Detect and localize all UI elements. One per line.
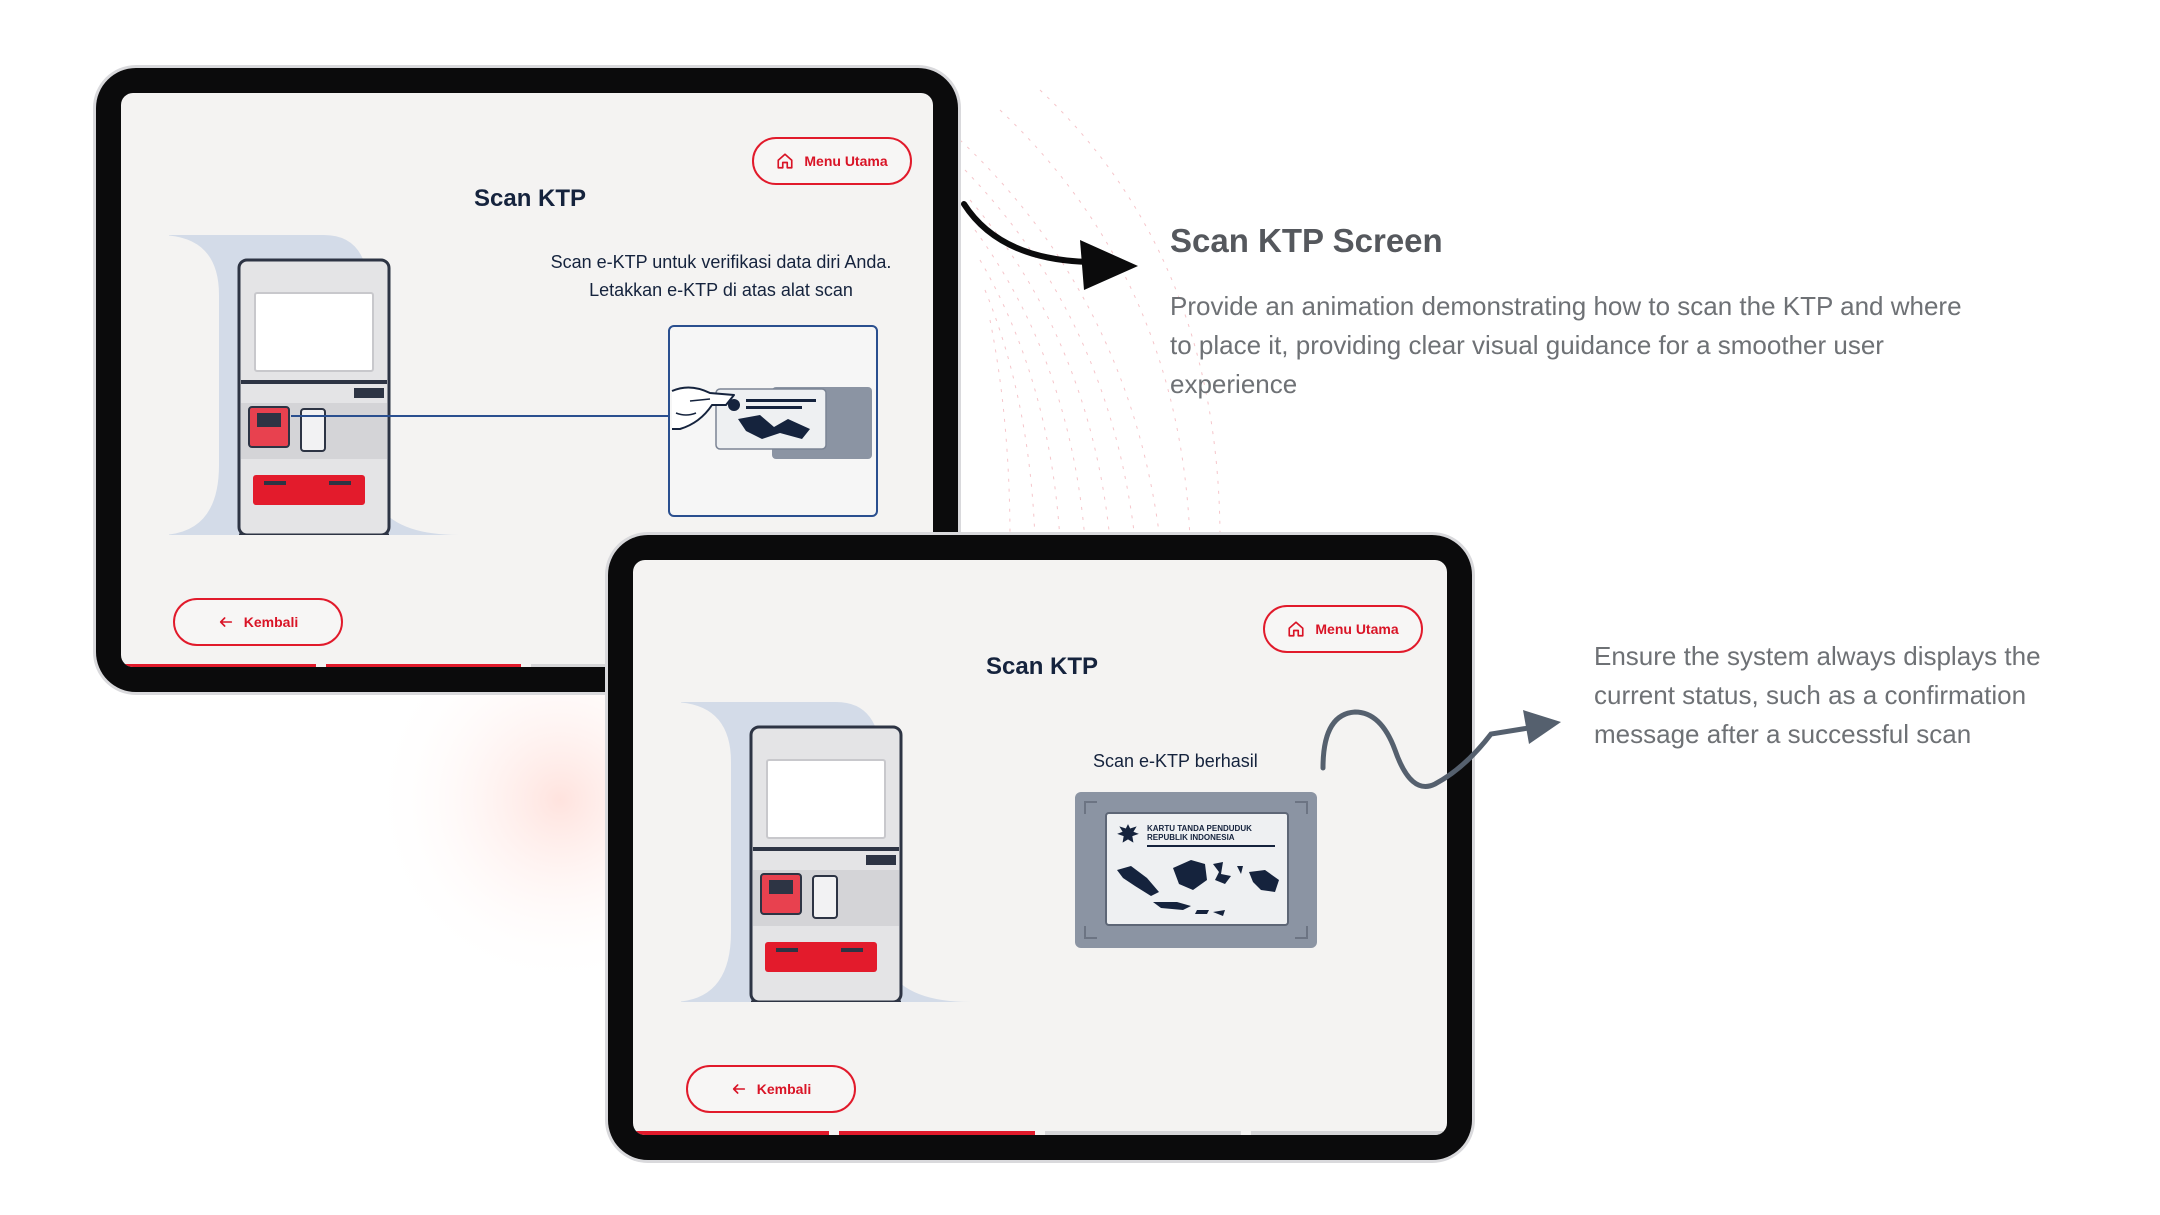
menu-utama-button[interactable]: Menu Utama <box>1263 605 1423 653</box>
card-header-line-1: KARTU TANDA PENDUDUK <box>1147 824 1252 833</box>
tablet-screen: Menu Utama Scan KTP Scan e-KTP berhasil <box>633 560 1447 1135</box>
page-title: Scan KTP <box>986 653 1099 680</box>
scan-status-message: Scan e-KTP berhasil <box>1093 751 1258 771</box>
home-icon <box>1287 620 1305 638</box>
guide-line <box>291 415 711 417</box>
garuda-emblem-icon <box>1115 822 1141 853</box>
kiosk-illustration <box>681 702 971 1002</box>
progress-step-2 <box>326 664 521 667</box>
kiosk-illustration <box>169 235 459 535</box>
scan-guide-frame <box>668 325 878 517</box>
card-divider <box>1147 845 1275 847</box>
kembali-label: Kembali <box>243 614 299 630</box>
scan-instruction: Scan e-KTP untuk verifikasi data diri An… <box>486 248 933 304</box>
progress-step-3 <box>1045 1131 1241 1135</box>
card-header-line-2: REPUBLIK INDONESIA <box>1147 833 1235 842</box>
menu-utama-label: Menu Utama <box>804 153 888 169</box>
tablet-scan-success: Menu Utama Scan KTP Scan e-KTP berhasil <box>608 535 1472 1160</box>
arrow-left-icon <box>218 614 234 630</box>
kembali-label: Kembali <box>756 1081 812 1097</box>
progress-step-1 <box>121 664 316 667</box>
instruction-line-2: Letakkan e-KTP di atas alat scan <box>589 280 853 300</box>
instruction-line-1: Scan e-KTP untuk verifikasi data diri An… <box>550 252 892 272</box>
annotation-status-description: Ensure the system always displays the cu… <box>1594 641 2041 749</box>
progress-bar <box>633 1131 1447 1135</box>
page-title: Scan KTP <box>474 185 587 212</box>
card-frame-corners <box>1084 801 1308 939</box>
home-icon <box>776 152 794 170</box>
ktp-card-face: KARTU TANDA PENDUDUK REPUBLIK INDONESIA <box>1105 812 1289 926</box>
curly-arrow-icon <box>1320 709 1561 789</box>
kembali-button[interactable]: Kembali <box>686 1065 856 1113</box>
arrow-left-icon <box>731 1081 747 1097</box>
progress-step-4 <box>1251 1131 1447 1135</box>
progress-step-2 <box>839 1131 1035 1135</box>
scanned-ktp-card: KARTU TANDA PENDUDUK REPUBLIK INDONESIA <box>1075 792 1317 948</box>
indonesia-map <box>1117 860 1279 916</box>
menu-utama-button[interactable]: Menu Utama <box>752 137 912 185</box>
annotation-description: Provide an animation demonstrating how t… <box>1170 291 1962 399</box>
progress-step-1 <box>633 1131 829 1135</box>
kembali-button[interactable]: Kembali <box>173 598 343 646</box>
annotation-title: Scan KTP Screen <box>1170 222 1443 259</box>
arrow-right-icon <box>961 201 1138 290</box>
hand-card-illustration <box>671 386 872 459</box>
menu-utama-label: Menu Utama <box>1315 621 1399 637</box>
tablet-scan-instruction: Menu Utama Scan KTP Scan e-KTP untuk ver… <box>96 68 958 692</box>
